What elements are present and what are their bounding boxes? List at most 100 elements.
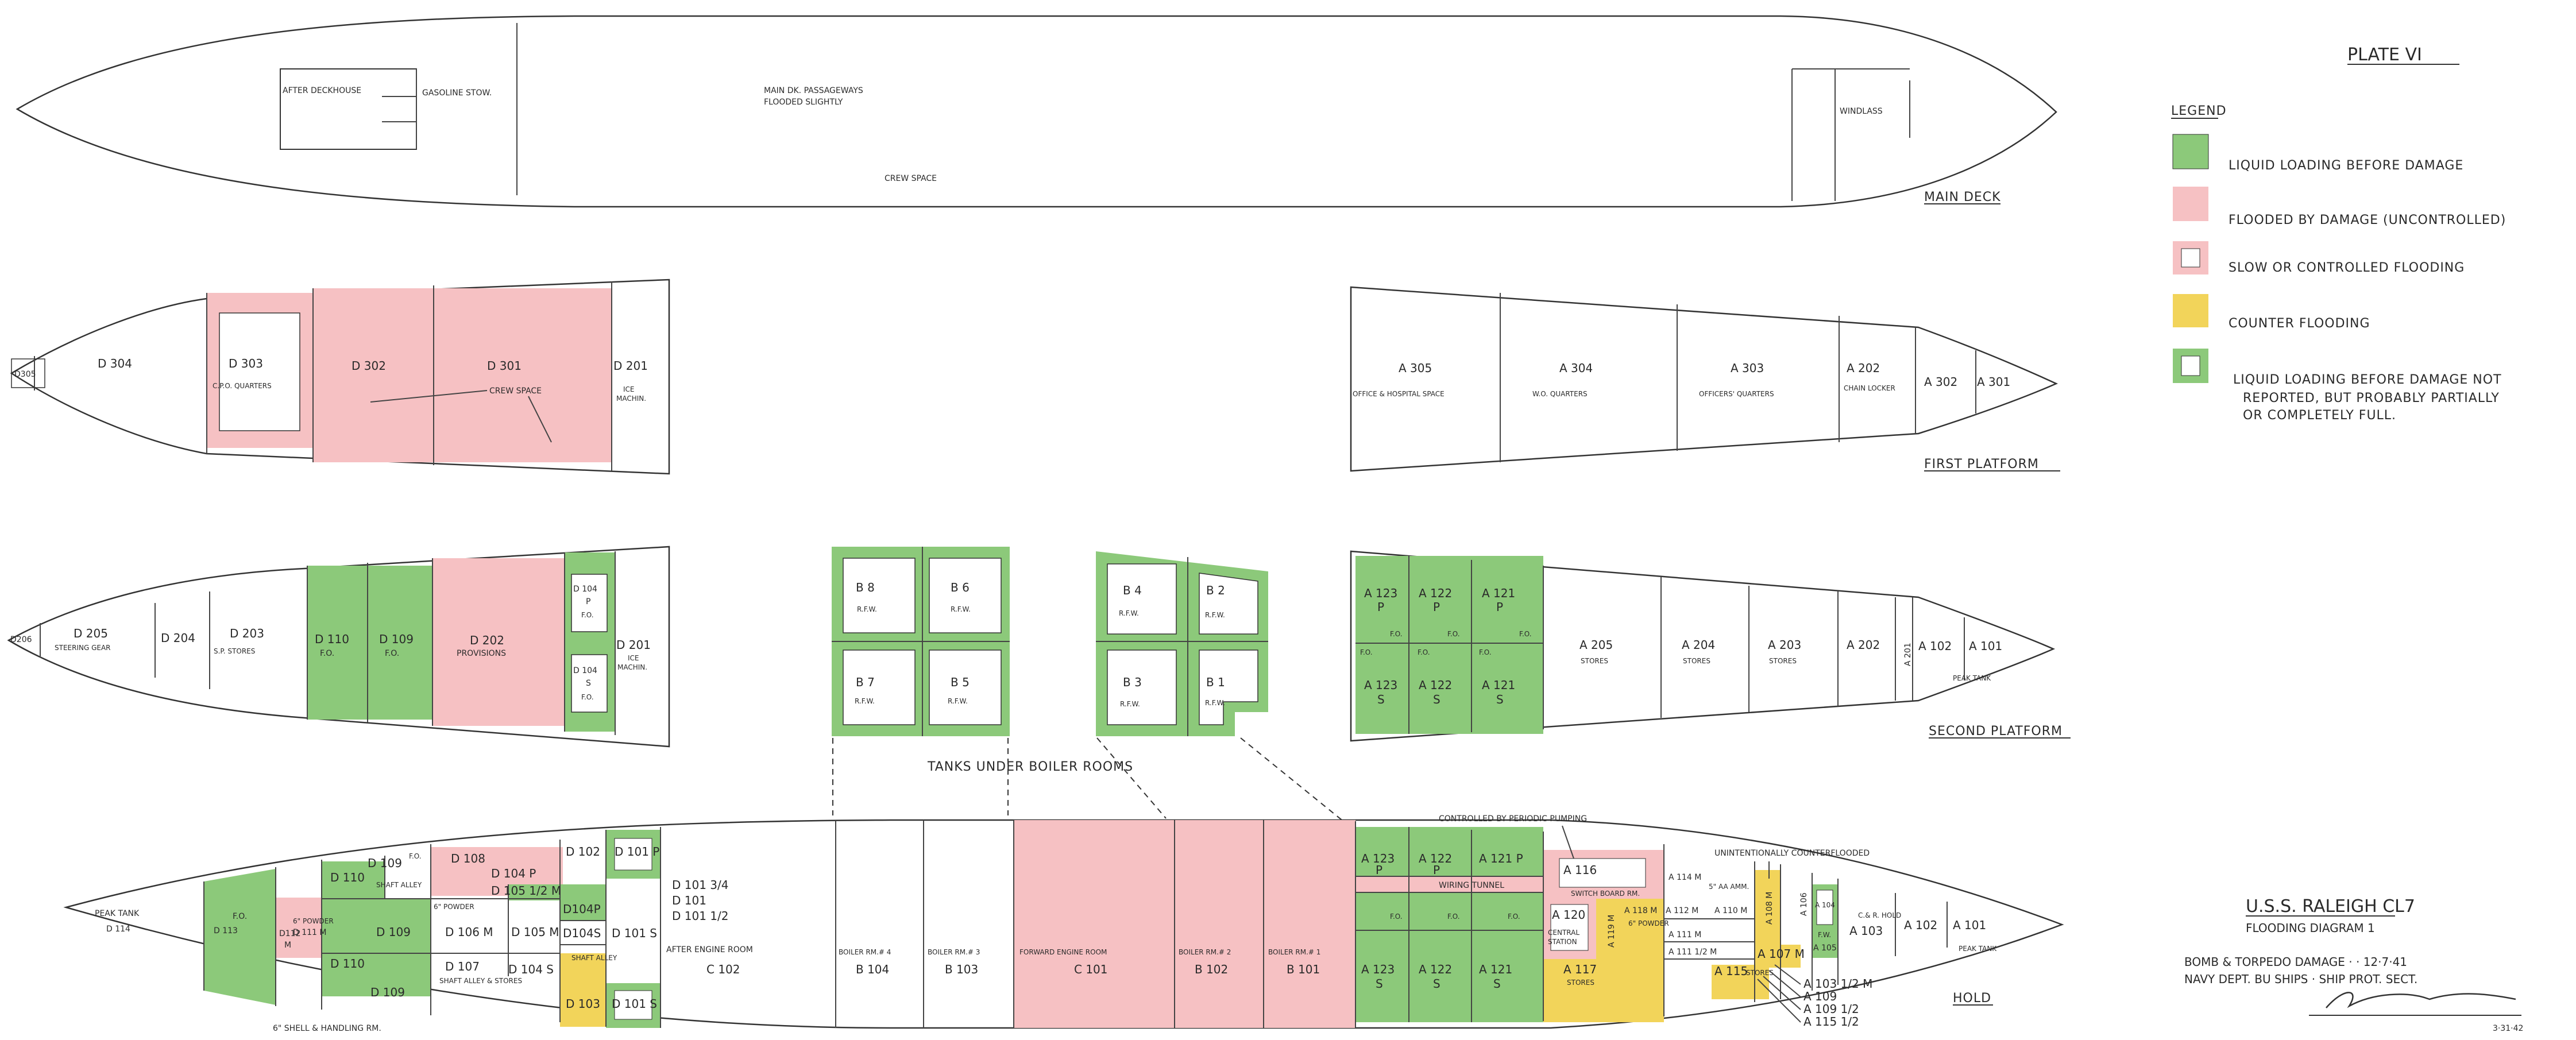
hold-d101s-b: D 101 S bbox=[612, 997, 657, 1011]
second-platform-aft: D206 D 205 STEERING GEAR D 204 D 203 S.P… bbox=[7, 546, 670, 748]
hold-a117: A 117 bbox=[1563, 962, 1597, 976]
legend-item-1: LIQUID LOADING BEFORE DAMAGE bbox=[2229, 158, 2463, 173]
hold-d102: D 102 bbox=[566, 845, 600, 859]
plate-label: PLATE VI bbox=[2347, 45, 2422, 65]
hold-d101-34: D 101 3/4 bbox=[672, 878, 728, 892]
legend-swatch-pink bbox=[2173, 187, 2208, 221]
hold-a103: A 103 bbox=[1849, 924, 1883, 938]
hold-a101: A 101 bbox=[1953, 918, 1986, 932]
a101-label: A 101 bbox=[1969, 639, 2002, 653]
hold-caption: HOLD bbox=[1953, 991, 1991, 1006]
hold-peak2: PEAK TANK bbox=[1959, 945, 1997, 953]
hold-fo-3: F.O. bbox=[1508, 913, 1520, 921]
b6-rfw: R.F.W. bbox=[951, 605, 971, 613]
hold-switchboard: SWITCH BOARD RM. bbox=[1571, 890, 1640, 898]
hold-a123s: A 123 bbox=[1361, 962, 1395, 976]
hold-fw: F.W. bbox=[1818, 931, 1831, 939]
hold-d108: D 108 bbox=[451, 852, 485, 865]
first-platform-fwd: A 305 OFFICE & HOSPITAL SPACE A 304 W.O.… bbox=[1350, 286, 2060, 472]
legend-title: LEGEND bbox=[2171, 104, 2227, 118]
hold-fo-a: F.O. bbox=[409, 852, 422, 860]
crew-space-label: CREW SPACE bbox=[885, 174, 937, 183]
hold-a112m: A 112 M bbox=[1666, 906, 1698, 915]
a121s-s: S bbox=[1496, 693, 1504, 706]
hold-shaft-stores: SHAFT ALLEY & STORES bbox=[439, 977, 522, 985]
a204-sub: STORES bbox=[1683, 657, 1710, 665]
a203-label: A 203 bbox=[1768, 638, 1801, 652]
damage-line: BOMB & TORPEDO DAMAGE · · 12·7·41 bbox=[2184, 955, 2407, 969]
d201-label: D 201 bbox=[613, 359, 648, 373]
a121p-p: P bbox=[1496, 600, 1503, 614]
hold-d107: D 107 bbox=[445, 960, 480, 973]
hold-a122s-s: S bbox=[1433, 977, 1440, 991]
second-platform-caption: SECOND PLATFORM bbox=[1929, 724, 2063, 739]
a121s-fo: F.O. bbox=[1479, 648, 1492, 656]
hold-a116: A 116 bbox=[1563, 863, 1597, 877]
hold-c101: C 101 bbox=[1074, 962, 1108, 976]
d203-label: D 203 bbox=[230, 627, 264, 640]
peak-tank-label: PEAK TANK bbox=[1953, 674, 1991, 682]
a202b-label: A 202 bbox=[1847, 638, 1880, 652]
hold-fo-2: F.O. bbox=[1447, 913, 1460, 921]
a121s-label: A 121 bbox=[1482, 678, 1515, 692]
hold-a122s: A 122 bbox=[1419, 962, 1452, 976]
d104p-l3: F.O. bbox=[581, 611, 594, 619]
a304-sub-label: W.O. QUARTERS bbox=[1532, 390, 1588, 398]
a102-label: A 102 bbox=[1918, 639, 1952, 653]
hold-a106: A 106 bbox=[1799, 892, 1809, 916]
title-block: U.S.S. RALEIGH CL7 FLOODING DIAGRAM 1 BO… bbox=[2184, 896, 2523, 1033]
a122p-label: A 122 bbox=[1419, 586, 1452, 600]
b7-label: B 7 bbox=[856, 675, 875, 689]
hold-d106m: D 106 M bbox=[445, 925, 493, 939]
main-deck-plan: AFTER DECKHOUSE GASOLINE STOW. MAIN DK. … bbox=[16, 15, 2057, 208]
first-platform-caption: FIRST PLATFORM bbox=[1924, 457, 2039, 471]
d301-sub-label: CREW SPACE bbox=[489, 386, 542, 396]
hold-a118m: A 118 M bbox=[1624, 906, 1657, 915]
a123p-fo: F.O. bbox=[1390, 630, 1403, 638]
d104p-l2: P bbox=[586, 597, 590, 606]
hold-a123s-s: S bbox=[1376, 977, 1383, 991]
hold-b101: B 101 bbox=[1287, 962, 1320, 976]
a203-sub: STORES bbox=[1769, 657, 1797, 665]
hold-d101-12: D 101 1/2 bbox=[672, 909, 728, 923]
b3-rfw: R.F.W. bbox=[1120, 700, 1140, 708]
b5-label: B 5 bbox=[951, 675, 970, 689]
hold-a114m: A 114 M bbox=[1669, 873, 1701, 882]
hold-a115-half: A 115 1/2 bbox=[1803, 1015, 1859, 1029]
b8-rfw: R.F.W. bbox=[857, 605, 877, 613]
hold-br2: BOILER RM.# 2 bbox=[1179, 948, 1231, 956]
a302-label: A 302 bbox=[1924, 375, 1957, 389]
hold-br3: BOILER RM.# 3 bbox=[928, 948, 980, 956]
hold-a117-sub: STORES bbox=[1567, 979, 1594, 987]
hold-powder-small: 6" POWDER bbox=[1628, 919, 1669, 927]
a121p-fo: F.O. bbox=[1519, 630, 1532, 638]
a204-label: A 204 bbox=[1682, 638, 1715, 652]
b7-rfw: R.F.W. bbox=[855, 697, 875, 705]
a303-label: A 303 bbox=[1731, 361, 1764, 375]
d303-sub-label: C.P.O. QUARTERS bbox=[213, 382, 272, 390]
hold-fwd-engine: FORWARD ENGINE ROOM bbox=[1019, 948, 1107, 956]
d104p-label: D 104 bbox=[573, 585, 597, 594]
hold-b102: B 102 bbox=[1195, 962, 1228, 976]
unintentional-label: UNINTENTIONALLY COUNTERFLOODED bbox=[1714, 849, 1870, 858]
hold-d103: D 103 bbox=[566, 997, 600, 1011]
hold-a109: A 109 bbox=[1803, 989, 1837, 1003]
hold-a110m: A 110 M bbox=[1714, 906, 1747, 915]
d305-label: D305 bbox=[14, 370, 36, 379]
hold-d109: D 109 bbox=[368, 856, 402, 870]
legend-item-5-l2: REPORTED, BUT PROBABLY PARTIALLY bbox=[2243, 391, 2500, 405]
legend-swatch-green bbox=[2172, 134, 2209, 169]
ship-name: U.S.S. RALEIGH CL7 bbox=[2246, 896, 2415, 917]
tanks-caption: TANKS UNDER BOILER ROOMS bbox=[927, 760, 1133, 774]
hold-a120: A 120 bbox=[1552, 908, 1585, 922]
hold-d109b: D 109 bbox=[376, 925, 411, 939]
d204-label: D 204 bbox=[161, 631, 195, 645]
hold-chr: C.& R. HOLD bbox=[1858, 911, 1901, 919]
signature-mark bbox=[2326, 992, 2516, 1008]
hold-d113-fo: F.O. bbox=[233, 912, 247, 921]
b3-label: B 3 bbox=[1123, 675, 1142, 689]
hold-d104p: D 104 P bbox=[491, 867, 536, 880]
d304-label: D 304 bbox=[98, 357, 132, 370]
hold-d101s-a: D 101 S bbox=[612, 926, 657, 940]
d205-label: D 205 bbox=[74, 627, 108, 640]
